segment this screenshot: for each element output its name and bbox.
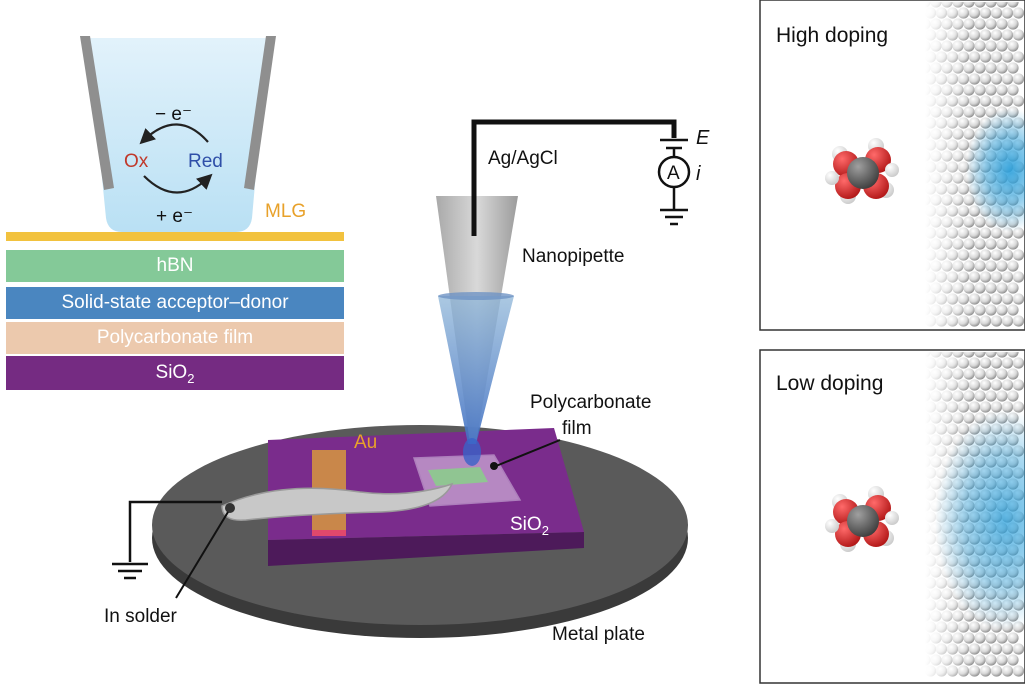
sio2-stack-label: SiO2 [6,357,344,389]
molecule-high [825,138,899,204]
low-doping-title: Low doping [776,372,884,395]
molecule-low [825,486,899,552]
electrode-label: Ag/AgCl [488,148,558,169]
sio2-stack-text: SiO [155,362,188,383]
acceptor-donor-label: Solid-state acceptor–donor [61,292,289,313]
current-label: i [696,163,701,185]
circuit-wire [471,119,677,236]
ammeter-symbol: A [667,163,680,184]
polycarbonate-leader [495,439,561,467]
electron-loss-label: − e⁻ [155,104,192,125]
oxidation-arrow [139,123,209,145]
charge-cloud-high [966,108,1025,232]
potential-label: E [696,127,710,149]
electron-gain-label: + e⁻ [156,206,193,227]
nanopipette [436,196,518,466]
mlg-layer [6,232,344,241]
solder-contact [225,503,235,513]
ground-symbol-right [660,208,688,226]
au-label: Au [354,432,377,453]
in-solder [221,482,454,521]
cell-wall-right [244,36,276,190]
metal-plate-label: Metal plate [552,624,645,645]
hbn-layer [6,250,344,282]
sio2-label: SiO2 [510,514,549,538]
sio2-label-subscript: 2 [542,523,549,538]
electrolyte-solution [88,38,268,232]
acceptor-donor-layer [6,287,344,319]
ground-wire [128,500,222,562]
in-solder-label: In solder [104,606,178,627]
polycarbonate-leader-dot [490,462,498,470]
polycarbonate-layer [6,322,344,354]
ox-label: Ox [124,151,149,172]
panel-low-graphic [759,346,1025,684]
high-doping-title: High doping [776,24,889,47]
electrochemical-cell: − e⁻ Ox Red + e⁻ MLG [80,36,306,232]
cell-wall-left [80,36,114,190]
voltage-source [660,138,688,156]
panel-high-graphic [759,0,1025,331]
nanopipette-label: Nanopipette [522,246,624,267]
in-solder-leader [175,511,229,599]
polycarbonate-film-label-line1: Polycarbonate [530,392,651,413]
polycarbonate-film-label-line2: film [562,418,592,439]
reduction-arrow [143,173,213,194]
charge-cloud-low [935,410,1025,630]
mlg-label: MLG [265,201,306,222]
ground-symbol-left [112,562,148,580]
sio2-label-text: SiO [510,514,542,535]
polycarbonate-label: Polycarbonate film [96,327,254,348]
sio2-layer [6,356,344,390]
au-electrode-edge [312,530,346,536]
hbn-label: hBN [156,255,194,276]
red-label: Red [188,151,223,172]
sio2-stack-subscript: 2 [187,370,195,386]
